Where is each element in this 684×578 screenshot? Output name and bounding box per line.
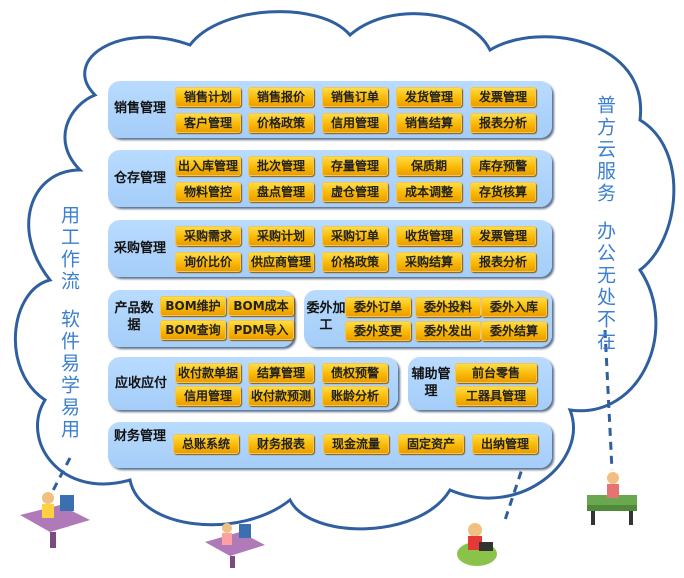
module-button[interactable]: 报表分析 bbox=[470, 113, 536, 133]
module-button[interactable]: 委外结算 bbox=[481, 321, 547, 341]
module-button[interactable]: 销售报价 bbox=[248, 87, 314, 107]
module-button[interactable]: 委外发出 bbox=[415, 321, 481, 341]
module-button[interactable]: 成本调整 bbox=[396, 182, 462, 202]
left-slogan: 用工作流软件易学易用 bbox=[58, 205, 80, 441]
module-button[interactable]: 固定资产 bbox=[398, 434, 464, 454]
module-button[interactable]: 出入库管理 bbox=[175, 156, 241, 176]
module-button[interactable]: 现金流量 bbox=[323, 434, 389, 454]
module-button[interactable]: 信用管理 bbox=[175, 386, 241, 406]
right-slogan: 普方云服务办公无处不在 bbox=[594, 95, 616, 353]
module-button[interactable]: BOM查询 bbox=[160, 320, 226, 340]
module-button[interactable]: 账龄分析 bbox=[322, 386, 388, 406]
module-button[interactable]: 出纳管理 bbox=[472, 434, 538, 454]
office-worker-icon bbox=[205, 523, 265, 568]
module-button[interactable]: 客户管理 bbox=[175, 113, 241, 133]
module-button[interactable]: 结算管理 bbox=[248, 363, 314, 383]
module-button[interactable]: 报表分析 bbox=[470, 252, 536, 272]
module-button[interactable]: 信用管理 bbox=[322, 113, 388, 133]
module-title: 产品数据 bbox=[114, 301, 154, 333]
module-button[interactable]: 采购订单 bbox=[322, 226, 388, 246]
office-worker-icon bbox=[20, 492, 90, 548]
module-button[interactable]: 销售计划 bbox=[175, 87, 241, 107]
module-button[interactable]: 债权预警 bbox=[322, 363, 388, 383]
module-title: 财务管理 bbox=[113, 429, 166, 444]
module-title: 委外加工 bbox=[306, 301, 346, 333]
module-button[interactable]: PDM导入 bbox=[228, 320, 294, 340]
bench-user-icon bbox=[587, 472, 637, 525]
laptop-user-icon bbox=[457, 523, 497, 566]
module-button[interactable]: 发货管理 bbox=[396, 87, 462, 107]
module-button[interactable]: 虚仓管理 bbox=[322, 182, 388, 202]
slogan-line: 用工作流 bbox=[58, 205, 80, 293]
module-title: 采购管理 bbox=[113, 241, 166, 256]
module-button[interactable]: BOM维护 bbox=[160, 296, 226, 316]
slogan-line: 办公无处不在 bbox=[594, 221, 616, 353]
module-button[interactable]: 保质期 bbox=[396, 156, 462, 176]
module-button[interactable]: 询价比价 bbox=[175, 252, 241, 272]
module-button[interactable]: 总账系统 bbox=[173, 434, 239, 454]
module-title: 辅助管理 bbox=[411, 367, 451, 399]
module-button[interactable]: 收付款预测 bbox=[248, 386, 314, 406]
module-button[interactable]: 价格政策 bbox=[322, 252, 388, 272]
slogan-line: 软件易学易用 bbox=[58, 309, 80, 441]
module-button[interactable]: 委外变更 bbox=[345, 321, 411, 341]
module-button[interactable]: 价格政策 bbox=[248, 113, 314, 133]
module-button[interactable]: 收付款单据 bbox=[175, 363, 241, 383]
module-button[interactable]: BOM成本 bbox=[228, 296, 294, 316]
module-button[interactable]: 销售结算 bbox=[396, 113, 462, 133]
module-button[interactable]: 委外入库 bbox=[481, 297, 547, 317]
module-title: 仓存管理 bbox=[113, 171, 166, 186]
module-button[interactable]: 存货核算 bbox=[470, 182, 536, 202]
module-button[interactable]: 批次管理 bbox=[248, 156, 314, 176]
module-button[interactable]: 存量管理 bbox=[322, 156, 388, 176]
module-button[interactable]: 前台零售 bbox=[455, 363, 537, 383]
module-button[interactable]: 采购需求 bbox=[175, 226, 241, 246]
module-button[interactable]: 发票管理 bbox=[470, 226, 536, 246]
module-button[interactable]: 委外订单 bbox=[345, 297, 411, 317]
module-button[interactable]: 委外投料 bbox=[415, 297, 481, 317]
module-title: 销售管理 bbox=[113, 101, 166, 116]
module-button[interactable]: 收货管理 bbox=[396, 226, 462, 246]
module-button[interactable]: 盘点管理 bbox=[248, 182, 314, 202]
module-title: 应收应付 bbox=[114, 376, 167, 391]
module-button[interactable]: 采购结算 bbox=[396, 252, 462, 272]
module-button[interactable]: 库存预警 bbox=[470, 156, 536, 176]
module-button[interactable]: 采购计划 bbox=[248, 226, 314, 246]
slogan-line: 普方云服务 bbox=[594, 95, 616, 205]
module-button[interactable]: 财务报表 bbox=[248, 434, 314, 454]
module-button[interactable]: 工器具管理 bbox=[455, 386, 537, 406]
module-button[interactable]: 物料管控 bbox=[175, 182, 241, 202]
module-button[interactable]: 发票管理 bbox=[470, 87, 536, 107]
module-button[interactable]: 销售订单 bbox=[322, 87, 388, 107]
module-button[interactable]: 供应商管理 bbox=[248, 252, 314, 272]
